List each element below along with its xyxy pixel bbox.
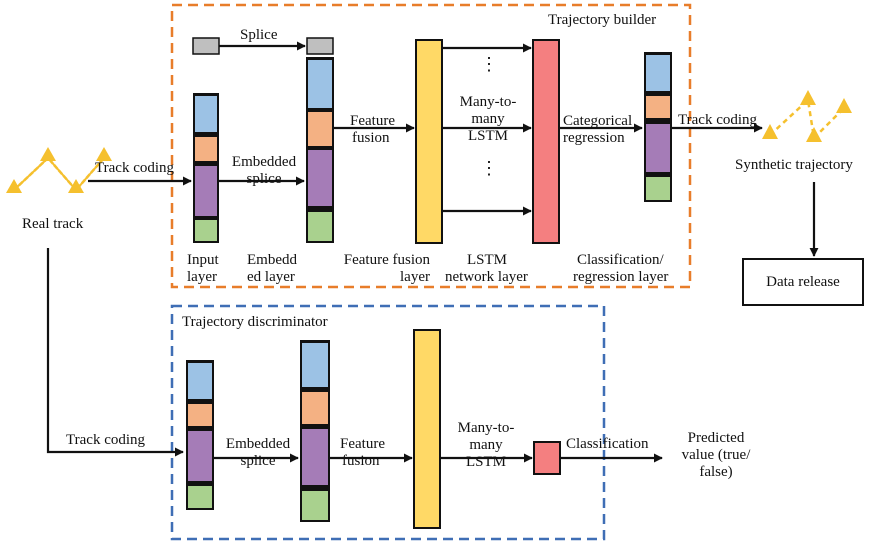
layer-embedded-line-2: ed layer (247, 269, 295, 285)
ellipsis-top: ⋮ (480, 54, 498, 74)
track-coding-out-label: Track coding (678, 112, 758, 128)
embedded-splice-line-1: Embedded (231, 154, 297, 170)
builder-lstm-bar (532, 39, 560, 244)
pred-line-3: false) (699, 464, 733, 480)
predicted-value-label: Predicted value (true/ false) (666, 430, 766, 481)
builder-input-stack (193, 93, 219, 243)
disc-ff-line-1: Feature (340, 436, 385, 452)
disc-feature-fusion-bar (413, 329, 441, 529)
splice-label: Splice (240, 27, 278, 43)
disc-classification-label: Classification (566, 436, 649, 452)
feature-fusion-line-2: fusion (352, 130, 390, 146)
disc-mtm-line-2: many (469, 437, 503, 453)
disc-es-line-1: Embedded (225, 436, 291, 452)
feature-fusion-line-1: Feature (350, 113, 395, 129)
feature-fusion-label: Feature fusion (350, 113, 395, 147)
track-coding-in-label: Track coding (95, 160, 175, 176)
builder-embedded-stack (306, 57, 334, 243)
disc-classification-box (533, 441, 561, 475)
layer-feature-label: Feature fusion layer (340, 252, 430, 286)
pred-line-1: Predicted (687, 430, 745, 446)
layer-class-line-1: Classification/ (577, 252, 664, 268)
arrow-real-to-discriminator (46, 248, 184, 457)
disc-many-to-many-label: Many-to- many LSTM (446, 420, 526, 471)
builder-feature-fusion-bar (415, 39, 443, 244)
mtm-line-2: many (471, 111, 505, 127)
layer-class-line-2: regression layer (573, 269, 669, 285)
pred-line-2: value (true/ (681, 447, 751, 463)
layer-lstm-label: LSTM network layer (445, 252, 528, 286)
synthetic-track-icon (762, 90, 852, 142)
real-track-icon (6, 147, 112, 193)
many-to-many-label: Many-to- many LSTM (448, 94, 528, 145)
synthetic-trajectory-label: Synthetic trajectory (735, 157, 853, 173)
splice-box-right (306, 37, 334, 55)
layer-feature-text: Feature fusion layer (343, 252, 430, 285)
real-track-label: Real track (22, 216, 84, 232)
cat-line-1: Categorical (563, 113, 633, 129)
disc-ff-line-2: fusion (342, 453, 380, 469)
disc-es-line-2: splice (240, 453, 276, 469)
layer-class-label: Classification/ regression layer (573, 252, 668, 286)
cat-line-2: regression (563, 130, 625, 146)
disc-embedded-stack (300, 340, 330, 522)
layer-input-line-2: layer (187, 269, 217, 285)
layer-input-label: Input layer (187, 252, 219, 286)
disc-track-coding-label: Track coding (66, 432, 146, 448)
builder-title: Trajectory builder (548, 12, 657, 28)
builder-frame (170, 3, 692, 289)
layer-embedded-label: Embedd ed layer (247, 252, 297, 286)
discriminator-frame (170, 304, 606, 541)
layer-embedded-line-1: Embedd (247, 252, 297, 268)
disc-mtm-line-3: LSTM (465, 454, 506, 470)
discriminator-title: Trajectory discriminator (182, 314, 328, 330)
ellipsis-bottom: ⋮ (480, 158, 498, 178)
embedded-splice-line-2: splice (246, 171, 282, 187)
layer-input-line-1: Input (187, 252, 219, 268)
embedded-splice-label: Embedded splice (226, 154, 302, 188)
builder-output-stack (644, 52, 672, 202)
splice-box-left (192, 37, 220, 55)
disc-mtm-line-1: Many-to- (457, 420, 515, 436)
mtm-line-1: Many-to- (459, 94, 517, 110)
categorical-regression-label: Categorical regression (563, 113, 632, 147)
data-release-box: Data release (742, 258, 864, 306)
mtm-line-3: LSTM (467, 128, 508, 144)
disc-feature-fusion-label: Feature fusion (340, 436, 385, 470)
layer-lstm-line-1: LSTM (467, 252, 508, 268)
disc-embedded-splice-label: Embedded splice (218, 436, 298, 470)
layer-lstm-line-2: network layer (445, 269, 528, 285)
disc-input-stack (186, 360, 214, 510)
